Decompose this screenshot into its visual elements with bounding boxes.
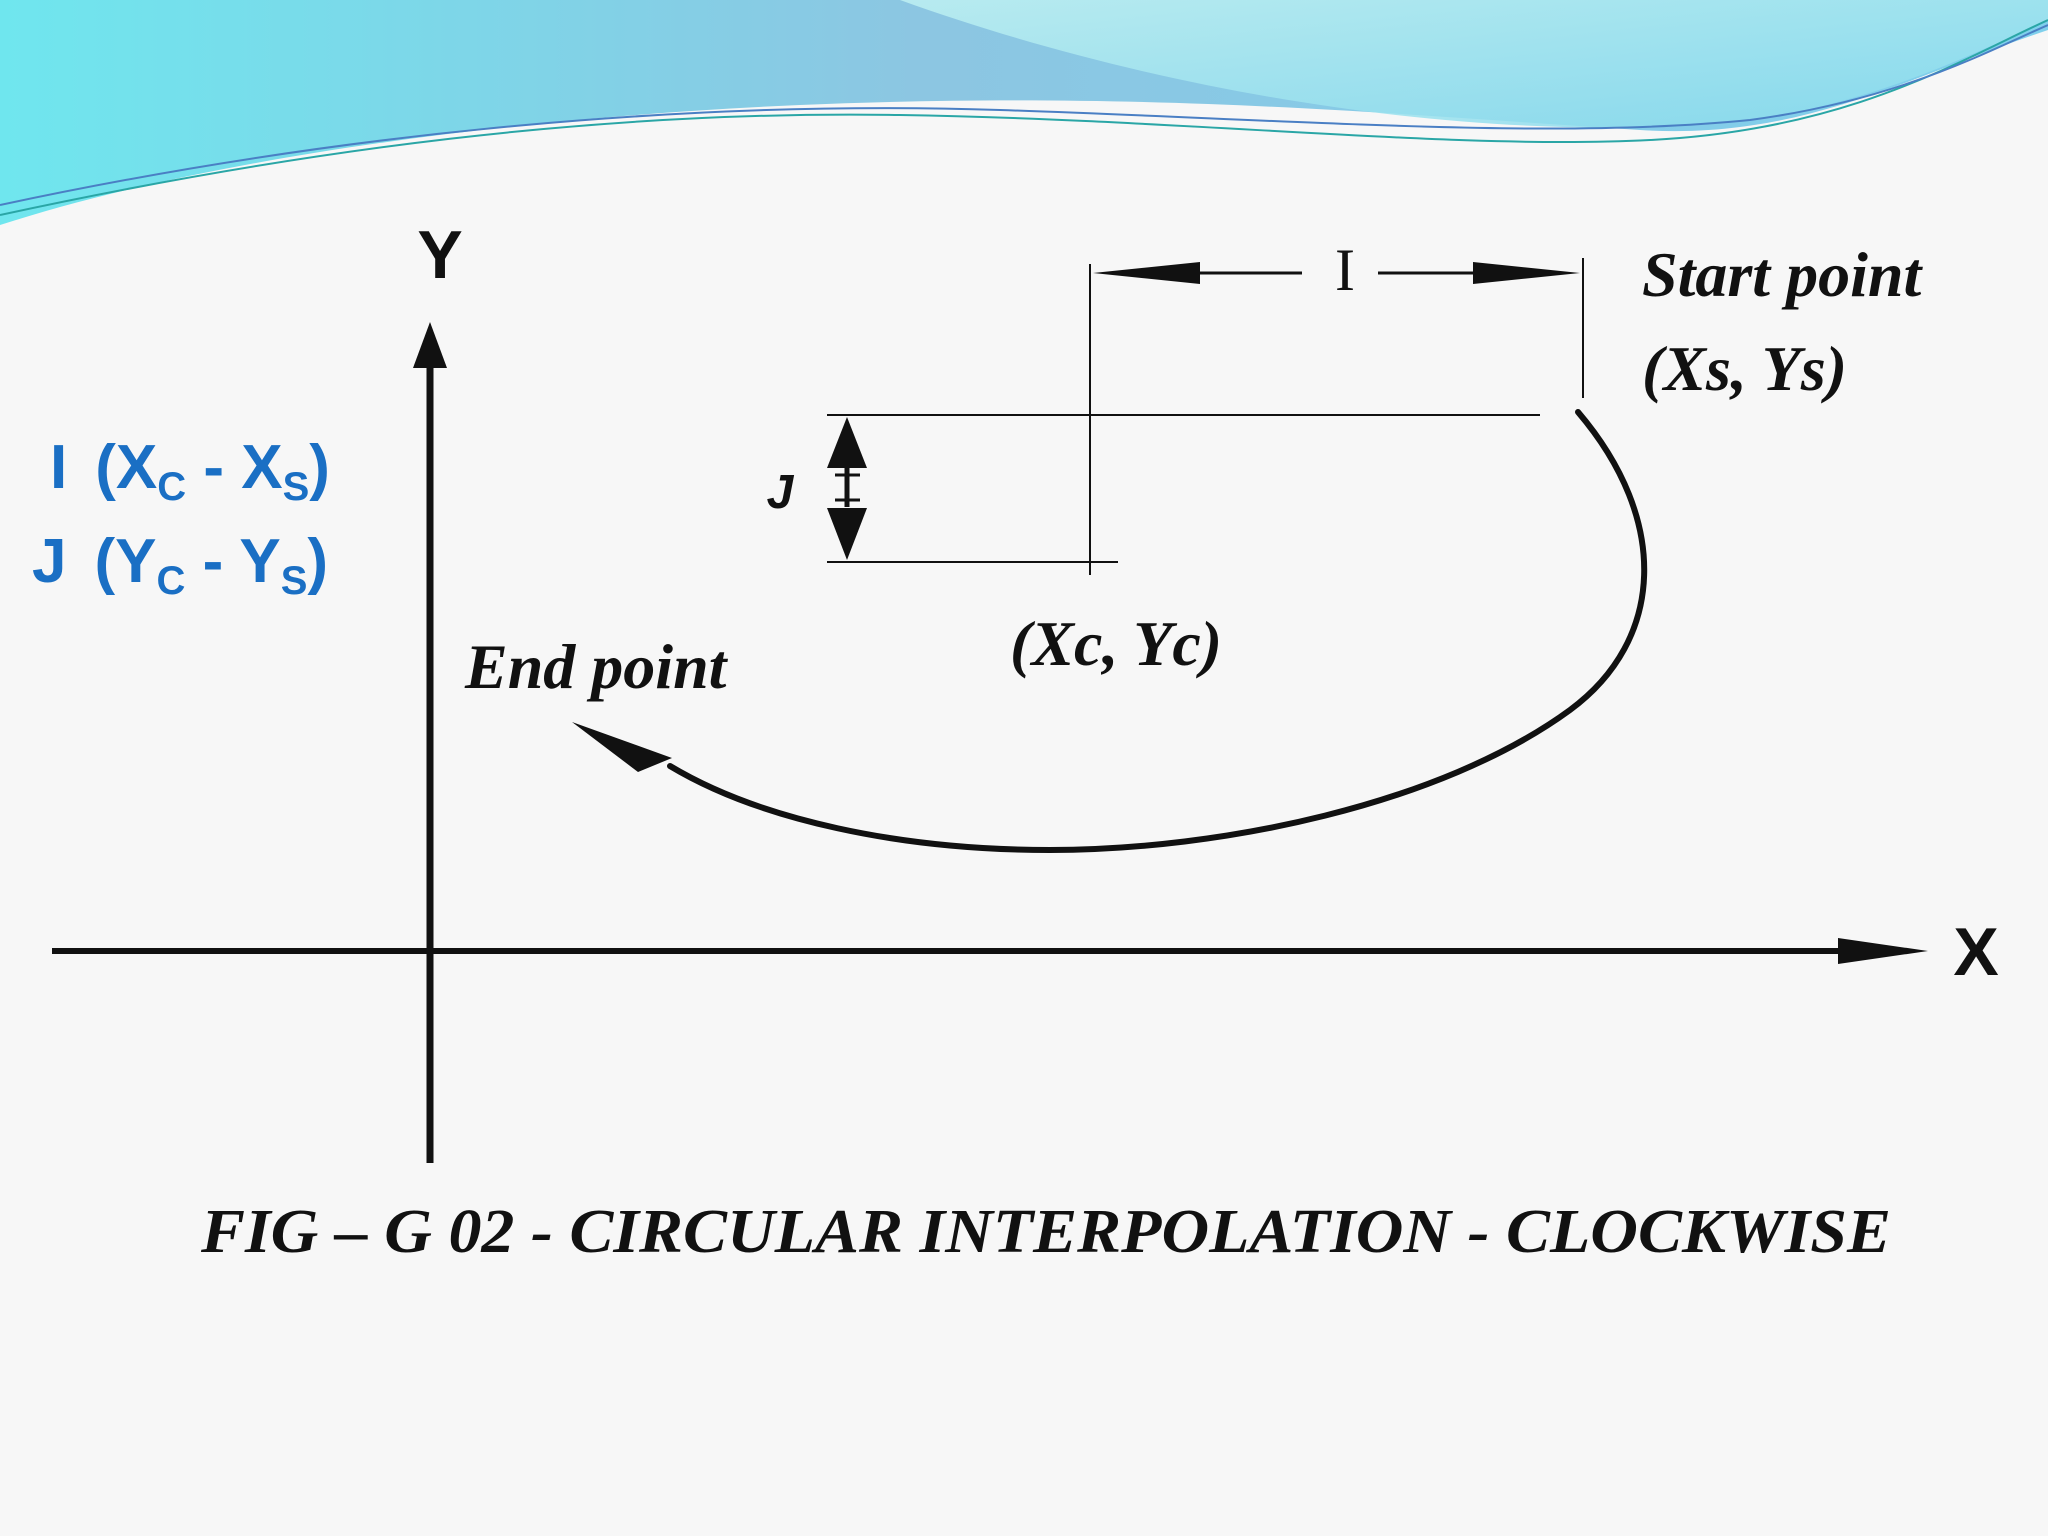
j-formula: J(YC - YS): [32, 527, 328, 603]
i-dimension: [1089, 258, 1584, 575]
x-axis: [52, 938, 1928, 964]
figure-caption: FIG – G 02 - CIRCULAR INTERPOLATION - CL…: [200, 1198, 1891, 1266]
y-axis-label: Y: [417, 217, 462, 293]
header-wave: [0, 0, 2048, 225]
start-coords-label: (Xs, Ys): [1642, 333, 1847, 404]
i-dimension-label: I: [1335, 237, 1355, 303]
j-dimension: [827, 414, 1540, 575]
x-axis-label: X: [1953, 914, 1998, 990]
i-formula: I(XC - XS): [50, 433, 330, 509]
clockwise-arc: [572, 409, 1648, 854]
center-coords-label: (Xc, Yc): [1010, 608, 1222, 679]
end-point-label: End point: [464, 631, 729, 702]
start-point-label: Start point: [1642, 239, 1923, 310]
y-axis: [413, 322, 447, 1163]
j-dimension-label: J: [767, 466, 795, 519]
